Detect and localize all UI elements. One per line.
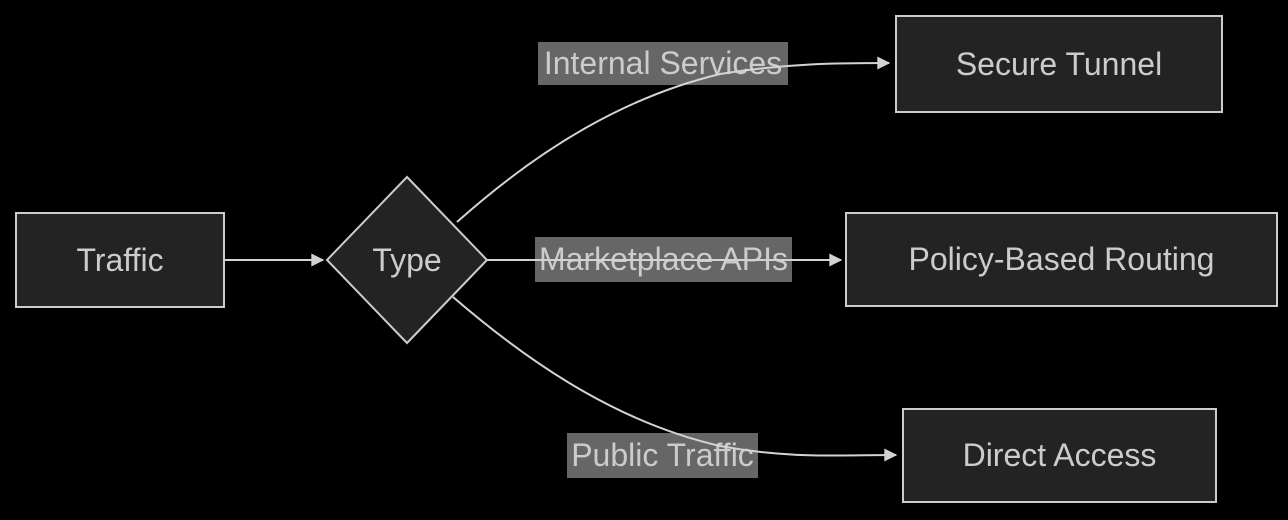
edge-label-public-traffic-text: Public Traffic bbox=[571, 437, 754, 473]
edge-label-internal-services-text: Internal Services bbox=[543, 45, 783, 81]
edge-label-marketplace-apis: Marketplace APIs bbox=[535, 237, 792, 282]
edge-label-public-traffic: Public Traffic bbox=[567, 433, 758, 478]
edge-label-marketplace-apis-text: Marketplace APIs bbox=[539, 241, 788, 277]
edge-label-internal-services: Internal Services bbox=[538, 42, 788, 85]
